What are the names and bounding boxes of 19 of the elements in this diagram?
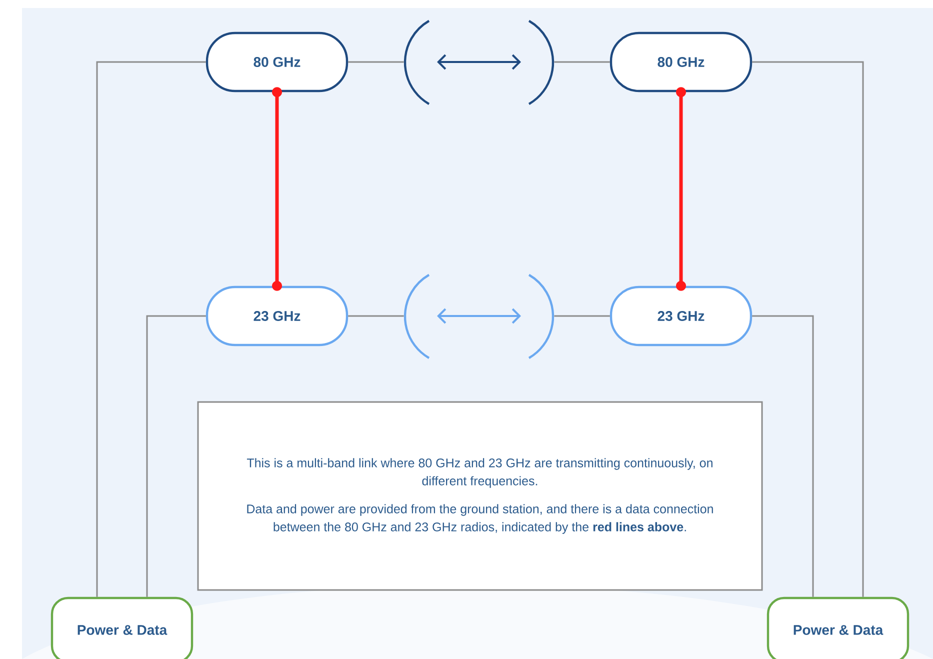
connector-line	[554, 315, 610, 317]
data-link-line	[676, 87, 686, 291]
connector-line	[348, 61, 404, 63]
power-data-box: Power & Data	[50, 596, 194, 659]
power-data-box: Power & Data	[766, 596, 910, 659]
note-box: This is a multi-band link where 80 GHz and 23 GHz are transmitting continuously, on different frequencies. Data and power are provided from the ground station, and there is a data connection between the 80 GHz and 23 GHz radios, indicated by the red lines above.	[197, 401, 763, 591]
connector-line	[554, 61, 610, 63]
connector-line	[146, 315, 206, 597]
connector-line	[96, 61, 206, 597]
connector-line	[752, 61, 864, 597]
link-symbol	[404, 20, 554, 105]
data-link-line	[272, 87, 282, 291]
radio-box: 80 GHz	[610, 32, 752, 92]
radio-box: 80 GHz	[206, 32, 348, 92]
connector-line	[348, 315, 404, 317]
radio-box: 23 GHz	[610, 286, 752, 346]
connector-line	[752, 315, 814, 597]
radio-box: 23 GHz	[206, 286, 348, 346]
link-symbol	[404, 274, 554, 359]
